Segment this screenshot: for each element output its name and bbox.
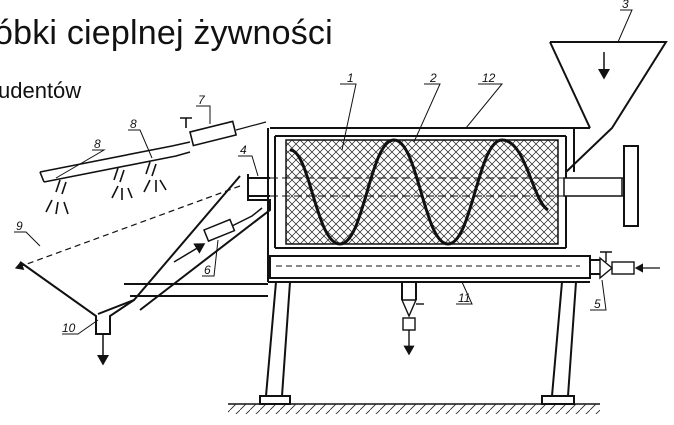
label-8a: 8 <box>94 137 101 151</box>
label-3: 3 <box>622 0 629 11</box>
label-9: 9 <box>16 219 23 233</box>
water-tank <box>269 251 660 356</box>
support-frame <box>124 281 577 405</box>
ground <box>228 403 600 414</box>
feed-hopper <box>549 41 668 173</box>
label-11: 11 <box>458 291 470 305</box>
product-path <box>14 185 241 271</box>
inlet-valve <box>173 207 263 263</box>
label-12: 12 <box>482 71 496 85</box>
slide-subtitle: udentów <box>0 78 82 103</box>
label-leaders <box>14 9 633 335</box>
slide-title: óbki cieplnej żywności <box>0 14 333 52</box>
drum-housing <box>267 127 590 283</box>
label-5: 5 <box>594 297 601 311</box>
discharge-chute <box>19 174 271 366</box>
label-2: 2 <box>429 71 437 85</box>
label-10: 10 <box>62 321 76 335</box>
label-1: 1 <box>347 71 354 85</box>
label-6: 6 <box>204 263 211 277</box>
spray-pipe <box>39 117 267 215</box>
label-4: 4 <box>240 143 247 157</box>
label-7: 7 <box>198 93 206 107</box>
shaft <box>270 145 639 227</box>
label-8b: 8 <box>130 117 137 131</box>
screw-conveyor <box>289 138 549 246</box>
